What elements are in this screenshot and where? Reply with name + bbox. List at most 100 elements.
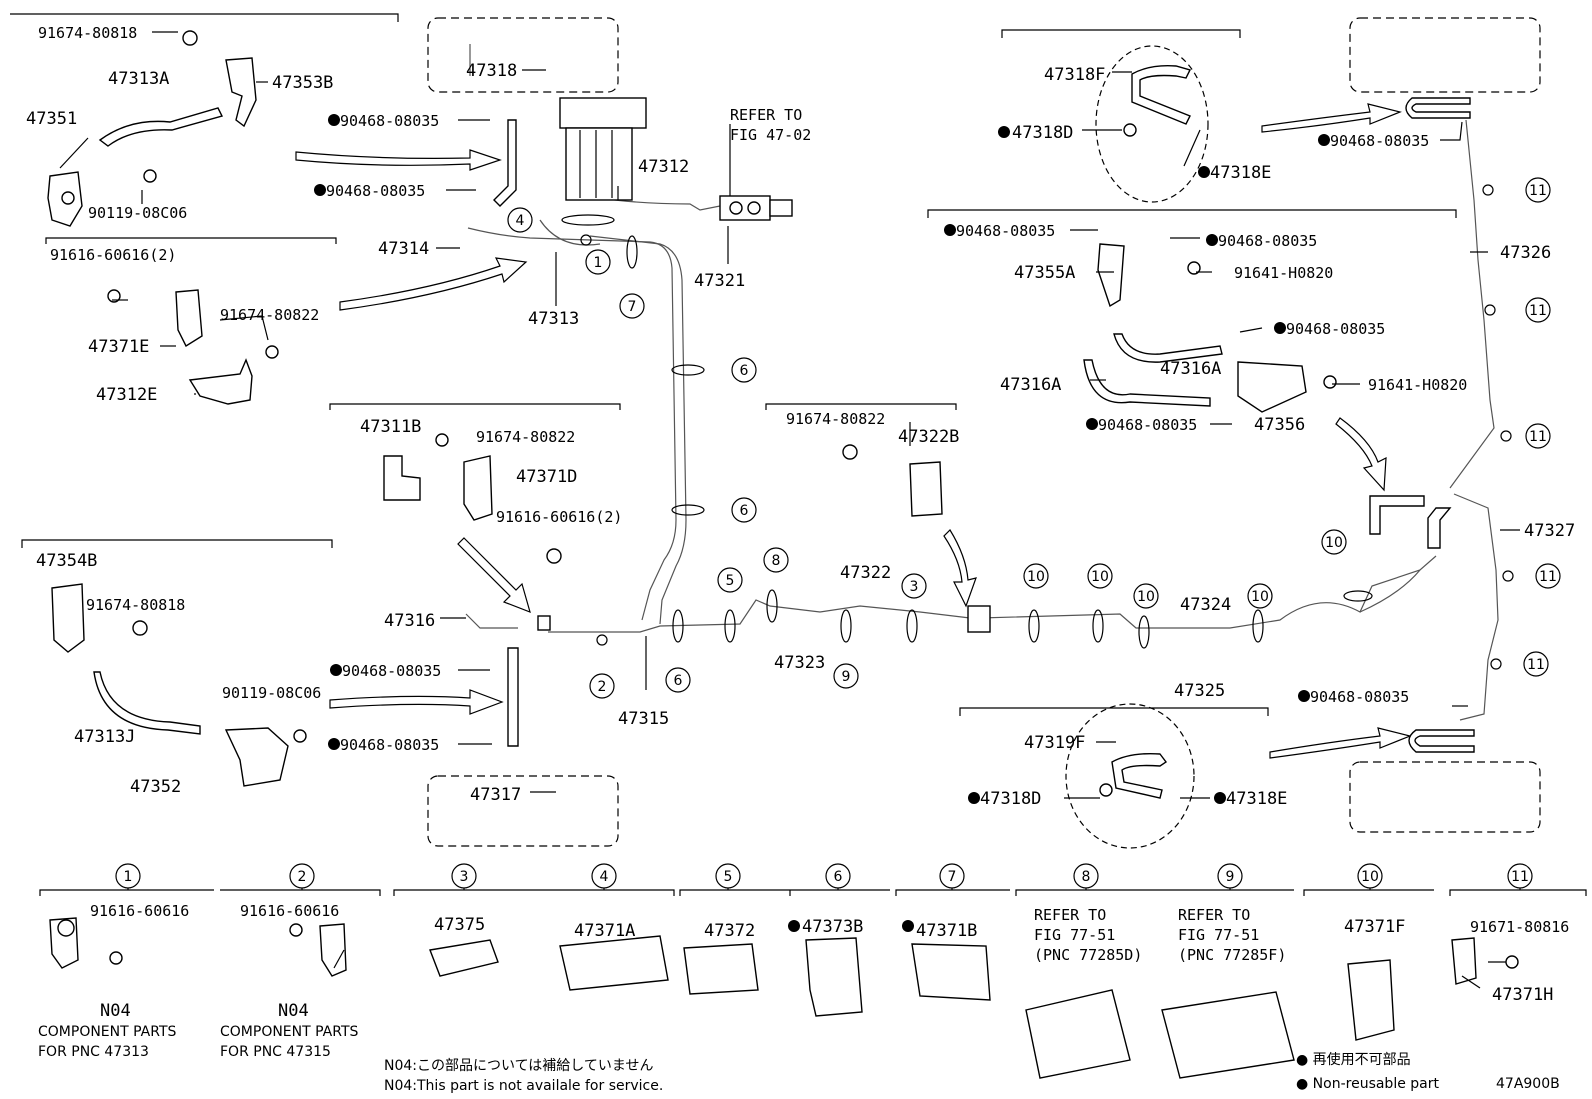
legend-8-ref3: (PNC 77285D) [1034, 946, 1142, 964]
group-brackets [10, 13, 1457, 716]
label-47325: 47325 [1174, 681, 1225, 701]
label-47319F: 47319F [1024, 733, 1085, 753]
callout-number: 11 [1529, 183, 1547, 199]
callout-11: 11 [1523, 651, 1549, 677]
label-47316A: 47316A [1000, 375, 1061, 395]
legend-1-desc2: FOR PNC 47313 [38, 1044, 149, 1060]
master-cylinder [559, 97, 793, 221]
callout-2: 2 [289, 863, 315, 889]
callout-10: 10 [1133, 583, 1159, 609]
callout-number: 5 [724, 869, 733, 885]
label-47354B: 47354B [36, 551, 97, 571]
callout-11: 11 [1535, 563, 1561, 589]
callout-6: 6 [665, 667, 691, 693]
label-47318E: 47318E [1226, 789, 1287, 809]
label-90119-08C06: 90119-08C06 [88, 204, 187, 222]
label-47323: 47323 [774, 653, 825, 673]
label-47316: 47316 [384, 611, 435, 631]
label-91674-80818: 91674-80818 [38, 24, 137, 42]
callout-number: 7 [948, 869, 957, 885]
callout-number: 6 [740, 503, 749, 519]
legend-1-part: 91616-60616 [90, 902, 189, 920]
brackets-and-bolts [47, 30, 1337, 849]
legend-8-ref1: REFER TO [1034, 906, 1106, 924]
clamp-markers [561, 184, 1514, 670]
label-47326: 47326 [1500, 243, 1551, 263]
callout-number: 9 [1226, 869, 1235, 885]
label-90468-08035: 90468-08035 [340, 112, 439, 130]
label-91641-H0820: 91641-H0820 [1368, 376, 1467, 394]
brake-pipes [465, 44, 1499, 721]
callout-9: 9 [833, 663, 859, 689]
label-47356: 47356 [1254, 415, 1305, 435]
callout-9: 9 [1217, 863, 1243, 889]
label-fig-47-02: FIG 47-02 [730, 126, 811, 144]
legend-9-ref2: FIG 77-51 [1178, 926, 1259, 944]
callout-number: 10 [1361, 869, 1379, 885]
legend-1-desc1: COMPONENT PARTS [38, 1024, 177, 1040]
legend-11-part2: 47371H [1492, 985, 1553, 1005]
callout-number: 10 [1251, 589, 1269, 605]
figure-code: 47A900B [1496, 1076, 1560, 1092]
legend-1-code: N04 [100, 1001, 131, 1021]
label-47318D: 47318D [980, 789, 1041, 809]
callout-number: 10 [1137, 589, 1155, 605]
callout-11: 11 [1507, 863, 1533, 889]
callout-number: 7 [628, 299, 637, 315]
callout-3: 3 [901, 573, 927, 599]
callout-5: 5 [717, 567, 743, 593]
label-47324: 47324 [1180, 595, 1231, 615]
legend-9-ref3: (PNC 77285F) [1178, 946, 1286, 964]
callout-11: 11 [1525, 177, 1551, 203]
callout-number: 2 [598, 679, 607, 695]
callout-number: 3 [460, 869, 469, 885]
legend-6-part: 47373B [802, 917, 863, 937]
label-90468-08035: 90468-08035 [1310, 688, 1409, 706]
label-47311B: 47311B [360, 417, 421, 437]
callout-number: 9 [842, 669, 851, 685]
label-90468-08035: 90468-08035 [1330, 132, 1429, 150]
flow-arrows [295, 103, 1412, 759]
callout-6: 6 [731, 497, 757, 523]
label-47318F: 47318F [1044, 65, 1105, 85]
label-47314: 47314 [378, 239, 429, 259]
label-47313J: 47313J [74, 727, 135, 747]
label-47353B: 47353B [272, 73, 333, 93]
legend-brackets [39, 874, 1587, 896]
callout-number: 11 [1529, 303, 1547, 319]
label-91616-60616-2: 91616-60616(2) [50, 246, 176, 264]
callout-number: 8 [772, 553, 781, 569]
callout-number: 4 [600, 869, 609, 885]
label-47318: 47318 [466, 61, 517, 81]
legend-part-sketches [49, 917, 1519, 1079]
legend-2-part: 91616-60616 [240, 902, 339, 920]
hoses [93, 64, 1475, 799]
callout-1: 1 [115, 863, 141, 889]
label-47313A: 47313A [108, 69, 169, 89]
callout-number: 6 [740, 363, 749, 379]
label-47321: 47321 [694, 271, 745, 291]
label-90468-08035: 90468-08035 [1098, 416, 1197, 434]
callout-number: 1 [124, 869, 133, 885]
label-47316A: 47316A [1160, 359, 1221, 379]
label-47352: 47352 [130, 777, 181, 797]
note-n04-en: N04:This part is not availale for servic… [384, 1078, 663, 1094]
callout-number: 1 [594, 255, 603, 271]
legend-2-desc1: COMPONENT PARTS [220, 1024, 359, 1040]
label-90468-08035: 90468-08035 [1218, 232, 1317, 250]
callout-10: 10 [1023, 563, 1049, 589]
callout-number: 10 [1027, 569, 1045, 585]
callout-number: 11 [1529, 429, 1547, 445]
callout-8: 8 [1073, 863, 1099, 889]
label-91674-80818: 91674-80818 [86, 596, 185, 614]
label-47351: 47351 [26, 109, 77, 129]
callout-number: 10 [1325, 535, 1343, 551]
label-90119-08C06: 90119-08C06 [222, 684, 321, 702]
legend-11-part1: 91671-80816 [1470, 918, 1569, 936]
label-47312: 47312 [638, 157, 689, 177]
callout-8: 8 [763, 547, 789, 573]
label-47322B: 47322B [898, 427, 959, 447]
callout-number: 4 [516, 213, 525, 229]
label-91674-80822: 91674-80822 [476, 428, 575, 446]
